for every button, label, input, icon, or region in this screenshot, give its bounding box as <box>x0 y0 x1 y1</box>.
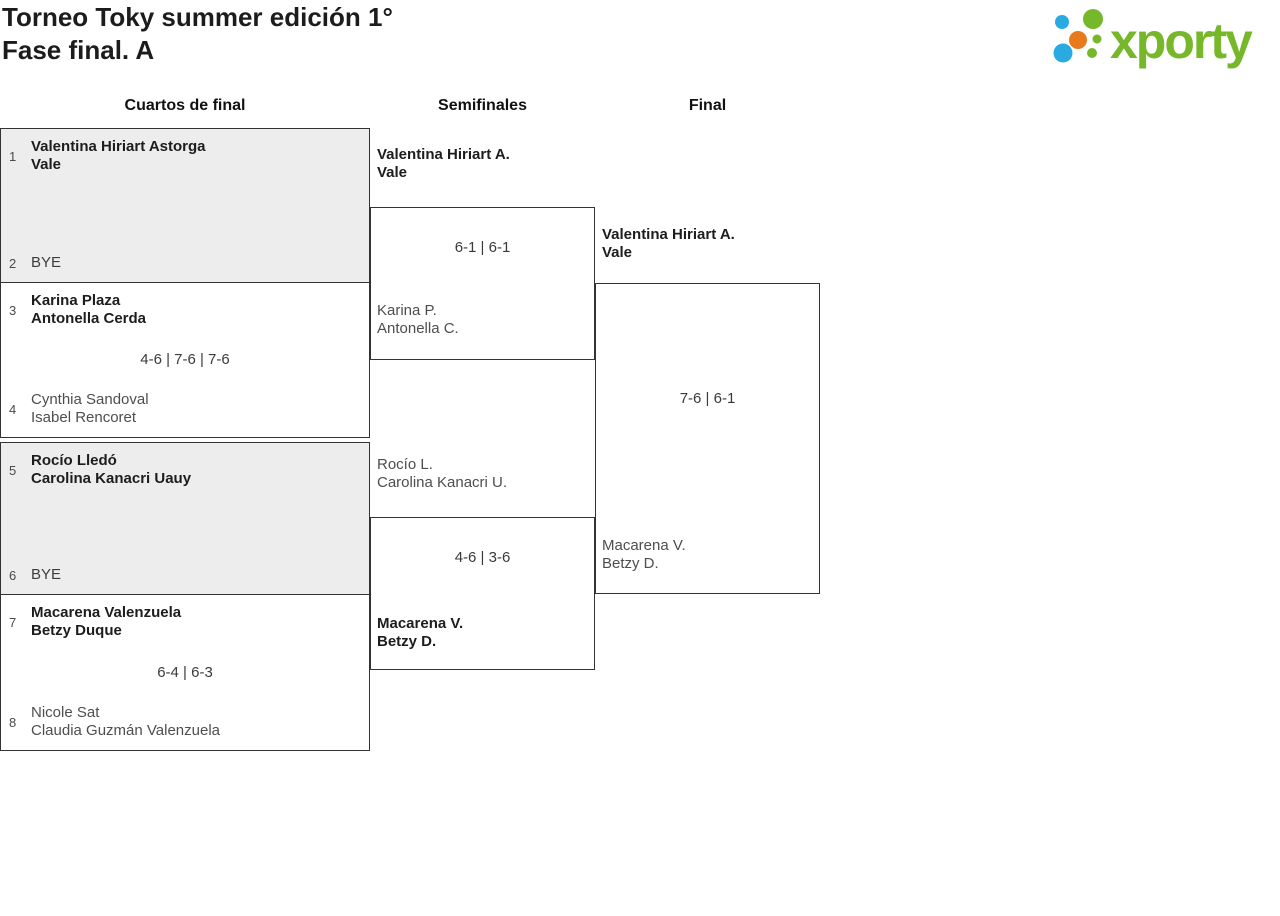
participant-name: Macarena V. <box>377 615 464 632</box>
participant-name: Macarena V. <box>602 537 686 554</box>
participant-name: Carolina Kanacri Uauy <box>31 470 192 487</box>
participant-name: Betzy Duque <box>31 622 122 639</box>
participant-slot: 7 Macarena Valenzuela Betzy Duque <box>9 604 361 640</box>
round-header-semifinales: Semifinales <box>438 97 527 114</box>
participant-slot: 6 BYE <box>9 566 361 584</box>
match-score: 6-4 | 6-3 <box>157 663 213 681</box>
participant-name: Betzy D. <box>377 633 437 650</box>
participant-slot: 3 Karina Plaza Antonella Cerda <box>9 292 361 328</box>
round-header-cuartos: Cuartos de final <box>124 97 246 114</box>
participant-name: Claudia Guzmán Valenzuela <box>31 722 221 739</box>
qf-match-4: 7 Macarena Valenzuela Betzy Duque 6-4 | … <box>0 594 370 751</box>
sf2-top-participant: Rocío L. Carolina Kanacri U. <box>377 456 507 492</box>
participant-name: BYE <box>31 566 62 583</box>
match-score: 6-1 | 6-1 <box>454 239 511 256</box>
seed-number: 8 <box>9 714 17 730</box>
match-score: 7-6 | 6-1 <box>679 390 736 407</box>
participant-name: Cynthia Sandoval <box>31 391 149 408</box>
sf1-top-participant: Valentina Hiriart A. Vale <box>377 146 510 182</box>
participant-name: Rocío Lledó <box>31 452 117 469</box>
seed-number: 2 <box>9 255 17 271</box>
participant-name: Vale <box>31 156 62 173</box>
participant-name: Vale <box>377 164 408 181</box>
seed-number: 5 <box>9 462 17 478</box>
participant-name: Valentina Hiriart A. <box>377 146 510 163</box>
qf-match-3: 5 Rocío Lledó Carolina Kanacri Uauy 6 BY… <box>0 442 370 595</box>
participant-slot: 1 Valentina Hiriart Astorga Vale <box>9 138 361 174</box>
participant-name: Valentina Hiriart A. <box>602 226 735 243</box>
participant-name: Antonella C. <box>377 320 459 337</box>
participant-name: Macarena Valenzuela <box>31 604 182 621</box>
round-header-final: Final <box>688 97 727 114</box>
qf-match-1: 1 Valentina Hiriart Astorga Vale 2 BYE <box>0 128 370 283</box>
participant-name: Isabel Rencoret <box>31 409 137 426</box>
participant-name: Rocío L. <box>377 456 433 473</box>
participant-name: Nicole Sat <box>31 704 100 721</box>
participant-slot: 4 Cynthia Sandoval Isabel Rencoret <box>9 391 361 427</box>
participant-name: Betzy D. <box>602 555 659 572</box>
logo-dots-icon: xporty <box>1053 9 1255 69</box>
final-bottom-participant: Macarena V. Betzy D. <box>602 537 686 573</box>
seed-number: 3 <box>9 302 17 318</box>
qf-match-2: 3 Karina Plaza Antonella Cerda 4-6 | 7-6… <box>0 282 370 438</box>
final-top-participant: Valentina Hiriart A. Vale <box>602 226 735 262</box>
participant-name: Karina P. <box>377 302 437 319</box>
logo-wordmark: xporty <box>1110 13 1253 69</box>
participant-slot: 8 Nicole Sat Claudia Guzmán Valenzuela <box>9 704 361 740</box>
participant-slot: 5 Rocío Lledó Carolina Kanacri Uauy <box>9 452 361 488</box>
participant-name: Vale <box>602 244 633 261</box>
seed-number: 4 <box>9 401 17 417</box>
match-score: 4-6 | 3-6 <box>454 549 511 566</box>
participant-name: Antonella Cerda <box>31 310 147 327</box>
seed-number: 1 <box>9 148 17 164</box>
sf1-bottom-participant: Karina P. Antonella C. <box>377 302 459 338</box>
participant-name: Carolina Kanacri U. <box>377 474 508 491</box>
participant-name: Valentina Hiriart Astorga <box>31 138 206 155</box>
final-match: 7-6 | 6-1 <box>595 283 820 594</box>
participant-name: Karina Plaza <box>31 292 121 309</box>
sf2-bottom-participant: Macarena V. Betzy D. <box>377 615 463 651</box>
participant-name: BYE <box>31 254 62 271</box>
seed-number: 6 <box>9 567 17 583</box>
sf-match-2: 4-6 | 3-6 <box>370 517 595 670</box>
seed-number: 7 <box>9 614 17 630</box>
sf-match-1: 6-1 | 6-1 <box>370 207 595 360</box>
tournament-title: Torneo Toky summer edición 1° <box>2 2 393 32</box>
phase-subtitle: Fase final. A <box>2 35 155 65</box>
xporty-logo[interactable]: xporty <box>1040 4 1280 70</box>
participant-slot: 2 BYE <box>9 254 361 272</box>
page-title: Torneo Toky summer edición 1° Fase final… <box>2 1 393 67</box>
match-score: 4-6 | 7-6 | 7-6 <box>140 351 230 368</box>
